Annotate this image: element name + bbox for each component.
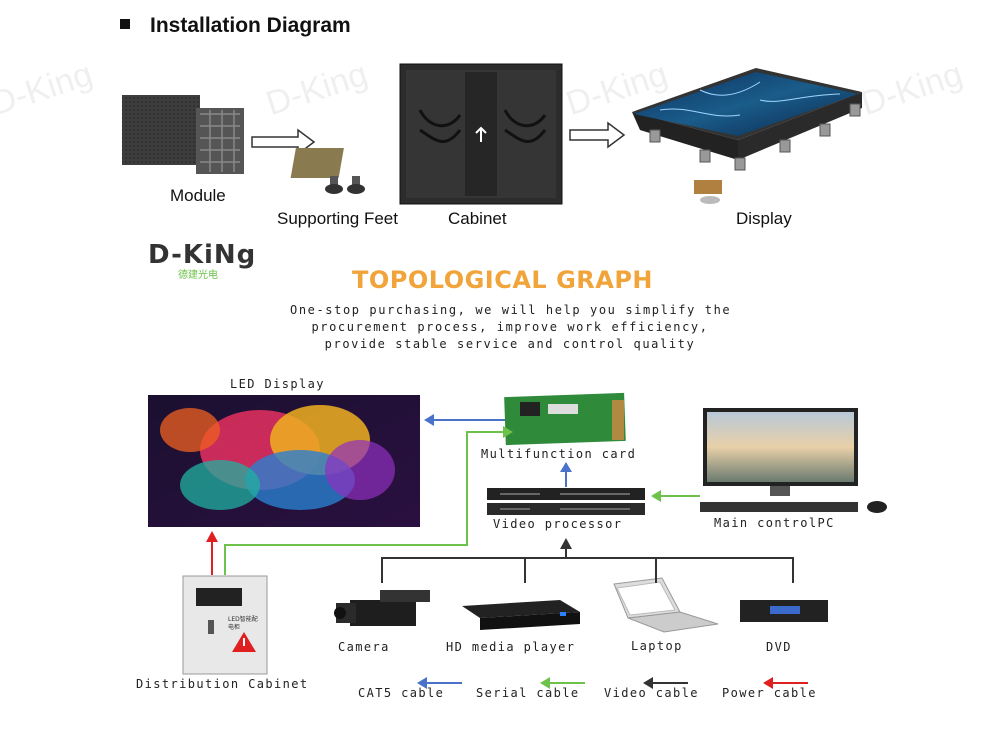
legend-video-label: Video cable xyxy=(604,686,699,700)
dvd-image xyxy=(740,600,828,622)
supporting-feet-label: Supporting Feet xyxy=(277,209,398,228)
legend-cat5-arrow xyxy=(417,677,462,689)
page-title-text: Installation Diagram xyxy=(150,14,351,37)
laptop-label: Laptop xyxy=(631,639,683,653)
led-display-image xyxy=(148,395,420,527)
multifunction-card-label: Multifunction card xyxy=(481,447,637,461)
laptop-image xyxy=(613,577,719,633)
main-pc-label: Main controlPC xyxy=(714,516,835,530)
video-connection xyxy=(381,538,794,583)
logo-chinese: 德建光电 xyxy=(178,270,218,281)
subtitle-line: provide stable service and control quali… xyxy=(324,337,696,351)
subtitle-line: One-stop purchasing, we will help you si… xyxy=(290,303,732,317)
dvd-label: DVD xyxy=(766,640,792,654)
topology-subtitle: One-stop purchasing, we will help you si… xyxy=(290,302,730,353)
distribution-cabinet-image xyxy=(182,575,268,675)
cabinet-nameplate: LED智能配电柜 xyxy=(228,616,258,631)
hd-media-player-image xyxy=(462,600,580,630)
video-processor-image xyxy=(487,488,645,515)
supporting-feet-image xyxy=(290,148,365,194)
module-label: Module xyxy=(170,186,226,205)
module-image xyxy=(122,95,244,174)
legend-serial-arrow xyxy=(540,677,585,689)
d-king-logo: D-KiNg 德建光电 xyxy=(148,240,256,281)
logo-brand: D-KiNg xyxy=(148,240,257,270)
camera-label: Camera xyxy=(338,640,390,654)
legend-power-label: Power cable xyxy=(722,686,817,700)
hollow-arrow-icon xyxy=(569,121,626,149)
page-title: Installation Diagram xyxy=(120,14,351,38)
hd-media-player-label: HD media player xyxy=(446,640,576,654)
video-processor-label: Video processor xyxy=(493,517,623,531)
cabinet-image xyxy=(399,63,563,205)
serial-connection xyxy=(224,426,700,575)
cabinet-label: Cabinet xyxy=(448,209,507,228)
led-display-label: LED Display xyxy=(230,377,325,391)
power-connection xyxy=(206,531,218,575)
cat5-connection xyxy=(424,414,572,487)
main-pc-image xyxy=(700,408,887,513)
bullet-icon xyxy=(120,19,130,30)
multifunction-card-image xyxy=(504,392,626,446)
distribution-cabinet-label: Distribution Cabinet xyxy=(136,677,309,691)
legend-power-arrow xyxy=(763,677,808,689)
legend-cat5-label: CAT5 cable xyxy=(358,686,445,700)
legend-video-arrow xyxy=(643,677,688,689)
subtitle-line: procurement process, improve work effici… xyxy=(311,320,709,334)
display-label: Display xyxy=(736,209,792,228)
camera-image xyxy=(334,590,430,626)
legend-serial-label: Serial cable xyxy=(476,686,580,700)
topology-title: TOPOLOGICAL GRAPH xyxy=(352,266,653,294)
display-image xyxy=(632,68,862,204)
